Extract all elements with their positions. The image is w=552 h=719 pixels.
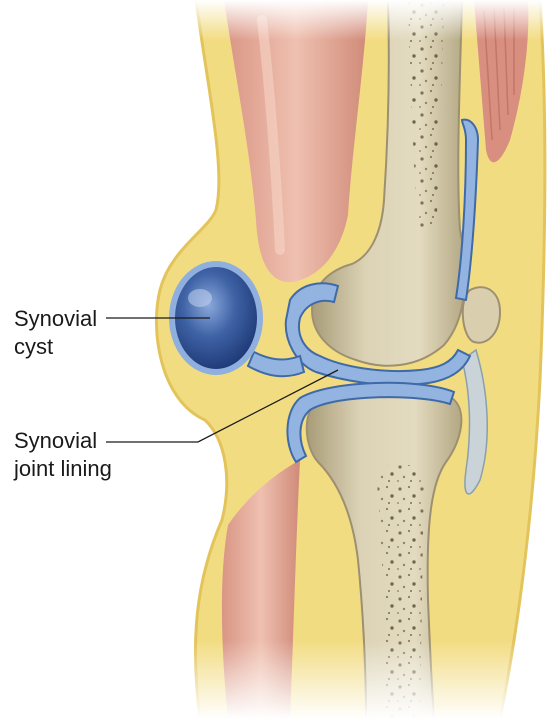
label-cyst-line1: Synovial (14, 306, 97, 331)
synovial-cyst-highlight (188, 289, 212, 307)
label-cyst-line2: cyst (14, 334, 53, 359)
bottom-fade (180, 640, 552, 719)
patella-bone (463, 287, 500, 342)
label-lining-line1: Synovial (14, 428, 97, 453)
label-lining-line2: joint lining (13, 456, 112, 481)
top-fade (180, 0, 552, 40)
